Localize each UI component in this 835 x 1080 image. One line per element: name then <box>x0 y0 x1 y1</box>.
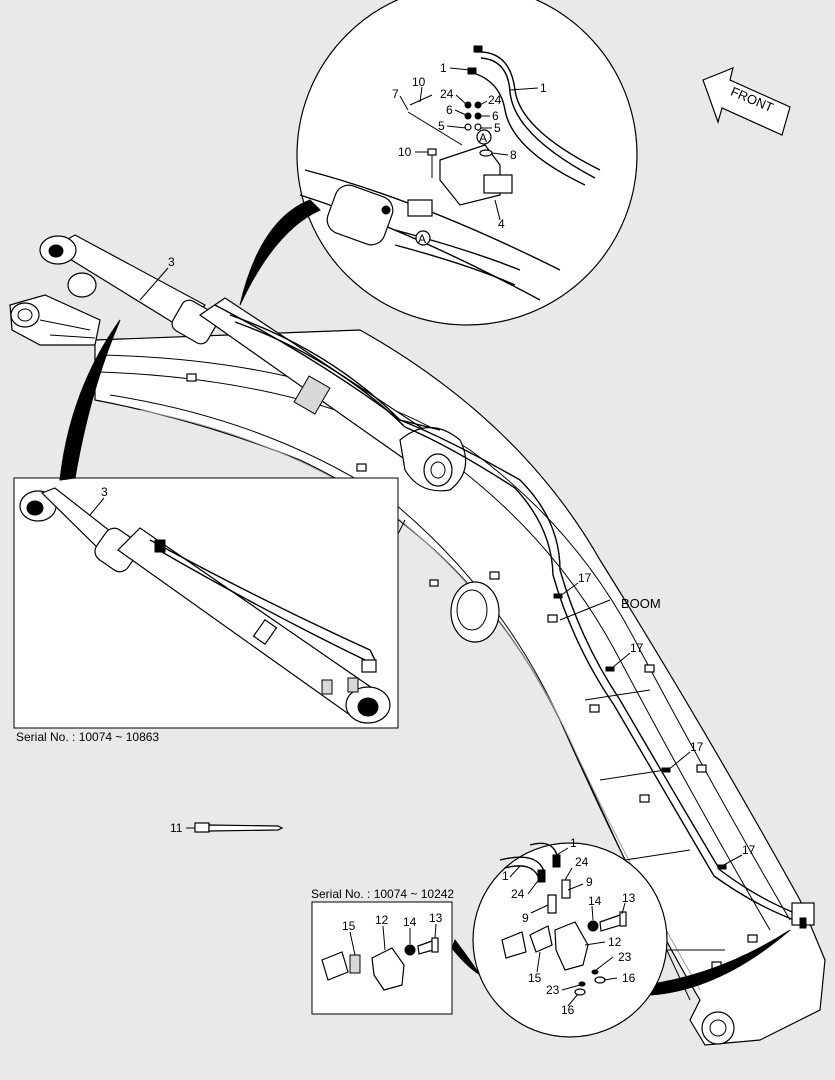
callouts-top-detail: 1 1 10 7 24 24 6 6 5 5 8 10 4 <box>392 61 547 231</box>
callout: 15 <box>528 971 542 985</box>
callout: 24 <box>488 93 502 107</box>
callout: 10 <box>398 145 412 159</box>
callout: 11 <box>170 821 183 835</box>
detail-circle-lower <box>451 842 791 1038</box>
callout: 15 <box>342 919 356 933</box>
callout: 1 <box>502 869 509 883</box>
inset-box-left <box>13 477 399 729</box>
callout: 16 <box>561 1003 575 1017</box>
circle-ref-a-1: A <box>479 131 487 145</box>
serial-label-lower: Serial No. : 10074 ~ 10242 <box>311 887 454 901</box>
callout: 24 <box>575 855 589 869</box>
callout: 5 <box>438 119 445 133</box>
callout: 17 <box>690 740 704 754</box>
callout: 14 <box>588 894 602 908</box>
callout: 12 <box>375 913 389 927</box>
callout: 3 <box>168 255 175 269</box>
callout: 4 <box>498 217 505 231</box>
callout: 5 <box>494 121 501 135</box>
callout: 17 <box>742 843 756 857</box>
callout: 8 <box>510 148 517 162</box>
callout: 1 <box>540 81 547 95</box>
callout-leaders <box>89 67 743 1007</box>
detail-circle-top <box>239 0 638 326</box>
callouts-main: 3 17 17 17 17 11 <box>168 255 756 857</box>
boom-cylinder <box>39 234 467 492</box>
callout: 23 <box>618 950 632 964</box>
callout: 17 <box>578 571 592 585</box>
callouts-lower-detail: 1 1 24 24 9 9 13 14 12 15 23 23 16 16 <box>502 836 636 1017</box>
callout: 1 <box>570 836 577 850</box>
callout: 3 <box>101 485 108 499</box>
callout: 14 <box>403 915 417 929</box>
boom-label: BOOM <box>621 596 661 611</box>
front-arrow: FRONT <box>702 67 791 136</box>
callout: 6 <box>446 103 453 117</box>
callout: 23 <box>546 983 560 997</box>
callout: 17 <box>630 641 644 655</box>
callout: 9 <box>522 911 529 925</box>
hose-pipe <box>229 314 815 929</box>
callout: 13 <box>622 891 636 905</box>
boom-structure <box>9 272 826 1046</box>
serial-label-upper: Serial No. : 10074 ~ 10863 <box>16 730 159 744</box>
callout: 12 <box>608 935 622 949</box>
callout: 24 <box>511 887 525 901</box>
callouts-lower-inset: 15 12 14 13 <box>342 911 443 933</box>
callout: 1 <box>440 61 447 75</box>
callout: 6 <box>492 109 499 123</box>
inset-box-lower <box>311 901 453 1015</box>
cable-tie <box>194 822 284 833</box>
callout: 7 <box>392 87 399 101</box>
callout: 13 <box>429 911 443 925</box>
callout: 10 <box>412 75 426 89</box>
callout: 24 <box>440 87 454 101</box>
callout: 9 <box>586 875 593 889</box>
callout: 16 <box>622 971 636 985</box>
circle-ref-a-2: A <box>418 232 426 246</box>
